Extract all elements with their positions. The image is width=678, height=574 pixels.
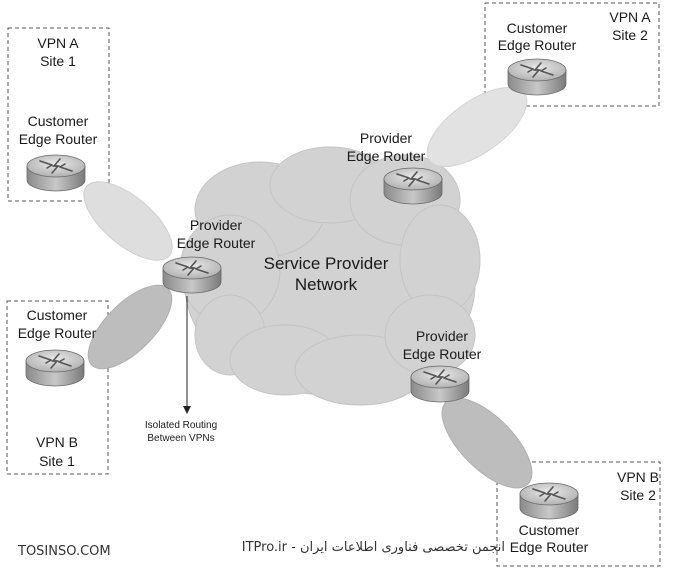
isolation-annotation-line2: Between VPNs — [147, 433, 214, 444]
site-label-vpn-a-site-2-vpn: VPN A — [609, 9, 651, 25]
site-label-vpn-b-site-1-vpn: VPN B — [36, 434, 78, 450]
site-label-vpn-b-site-2-vpn: VPN B — [617, 469, 659, 485]
watermark-right: ITPro.ir - انجمن تخصصی فناوری اطلاعات ای… — [242, 540, 505, 555]
site-box-vpn-b-site-1 — [6, 300, 109, 475]
provider-router-label-south-line2: Edge Router — [403, 346, 482, 362]
isolation-annotation-line1: Isolated Routing — [145, 420, 217, 431]
customer-router-label-b2-line2: Edge Router — [510, 539, 589, 555]
router-icon-customer-vpn-a-site-1 — [26, 154, 86, 192]
site-box-vpn-a-site-2 — [484, 2, 660, 107]
customer-router-label-a2-line1: Customer — [507, 20, 568, 36]
site-label-vpn-a-site-2-site: Site 2 — [612, 27, 648, 43]
site-label-vpn-b-site-2-site: Site 2 — [620, 487, 656, 503]
customer-router-label-a1-line2: Edge Router — [19, 131, 98, 147]
watermark-left: TOSINSO.COM — [17, 544, 111, 559]
customer-router-label-b2-line1: Customer — [519, 522, 580, 538]
site-label-vpn-a-site-1-vpn: VPN A — [37, 35, 79, 51]
customer-router-label-a1-line1: Customer — [28, 113, 89, 129]
router-icon-provider-west — [162, 256, 222, 294]
customer-router-label-a2-line2: Edge Router — [498, 37, 577, 53]
site-label-vpn-a-site-1-site: Site 1 — [40, 53, 76, 69]
provider-router-label-west-line1: Provider — [190, 217, 242, 233]
tunnel-vpn-b-site-1 — [87, 284, 173, 370]
site-label-vpn-b-site-1-site: Site 1 — [39, 453, 75, 469]
site-box-vpn-a-site-1 — [7, 27, 110, 202]
provider-router-label-west-line2: Edge Router — [177, 235, 256, 251]
router-icon-provider-north — [383, 167, 443, 205]
provider-router-label-south-line1: Provider — [416, 328, 468, 344]
tunnel-vpn-a-site-1 — [83, 181, 173, 261]
customer-router-label-b1-line1: Customer — [27, 307, 88, 323]
provider-router-label-north-line2: Edge Router — [347, 148, 426, 164]
router-icon-customer-vpn-a-site-2 — [507, 58, 567, 96]
router-icon-customer-vpn-b-site-2 — [519, 482, 579, 520]
router-icon-provider-south — [410, 365, 470, 403]
service-provider-label-line1: Service Provider — [264, 254, 389, 273]
service-provider-label-line2: Network — [295, 275, 358, 294]
router-icon-customer-vpn-b-site-1 — [25, 349, 85, 387]
customer-router-label-b1-line2: Edge Router — [18, 325, 97, 341]
service-provider-cloud — [179, 146, 481, 406]
provider-router-label-north-line1: Provider — [360, 130, 412, 146]
isolation-arrowhead — [183, 406, 191, 414]
